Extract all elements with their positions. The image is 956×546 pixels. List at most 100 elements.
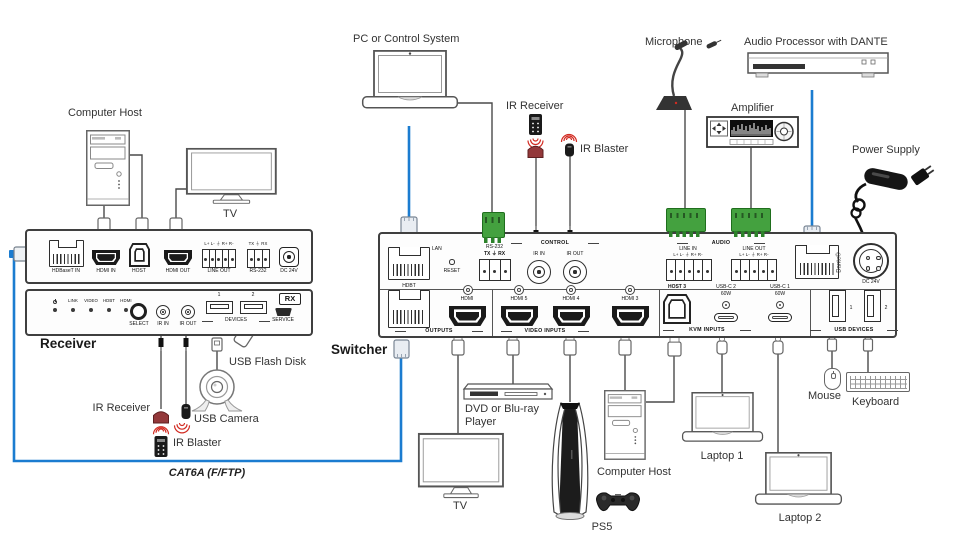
hdmi3-port [612,306,649,326]
laptop2-icon [754,451,843,505]
audio-processor-icon [747,52,889,78]
ir-out-jack [181,305,195,319]
ir-in-jack [156,305,170,319]
hdmi-led [124,308,128,312]
service-label: SERVICE [272,317,294,323]
select-knob [130,303,147,320]
dc24v-label: DC 24V [862,278,880,285]
rx-badge: RX [279,293,301,305]
dc-label: DC 24V [280,268,298,274]
line-in-label: LINE IN [679,246,697,252]
usbc2-port [714,313,738,322]
ir-in-label: IR IN [157,321,169,327]
device2-usb-port [240,301,267,314]
usbc2-w-label: 60W [720,290,732,297]
control-label: CONTROL [511,240,599,246]
host3-label: HOST 3 [667,284,687,290]
hdbt-label: HDBT [402,283,416,289]
usbc2-label: USB-C 2 [716,284,736,290]
ir-out-label: IR OUT [179,321,197,327]
amplifier-label: Amplifier [731,102,774,114]
host-label: HOST [132,268,146,274]
video-inputs-label: VIDEO INPUTS [501,328,589,334]
sw-ir-in-label: IR IN [533,251,545,257]
usb-device1-port [829,290,846,322]
hdmi-led-label: HDMI [120,298,132,303]
video-led [89,308,93,312]
usb2-label: 2 [884,305,888,311]
usb-camera-label: USB Camera [194,413,259,425]
host-port [129,243,150,267]
line-in-terminal [666,259,712,281]
computer-host-top-icon [86,130,130,206]
hdmi4-port [553,306,590,326]
hdbt-led [107,308,111,312]
line-in-green-plug [666,208,706,237]
usb-flash-disk-label: USB Flash Disk [229,356,307,368]
line-out-green-plug [731,208,771,237]
tv-top-label: TV [223,208,238,220]
devices-label: DEVICES [202,317,270,324]
link-led [71,308,75,312]
computer-host-top-label: Computer Host [68,107,142,119]
mouse-icon [824,368,841,390]
usb-devices-label: USB DEVICES [810,327,898,333]
usbc1-w-label: 60W [774,290,786,297]
screw-hdmi4 [566,285,576,295]
usbc1-port [768,313,792,322]
ir-blaster-top-label: IR Blaster [580,143,629,155]
microphone-icon [656,40,692,110]
video-led-label: VIDEO [84,298,98,303]
switcher-panel: LAN RESET RS-232 TX ⏚ RX CONTROL IR IN I… [378,232,898,338]
switcher-title: Switcher [331,342,388,357]
section-divider-3 [810,289,811,336]
hdmi-out2-label: HDMI [460,296,474,302]
hdbaset-in-label: HDBaseT IN [52,268,80,274]
microphone-label: Microphone [645,36,703,48]
signal-cables [103,102,869,452]
outputs-label: OUTPUTS [395,328,483,334]
screw-hdmi3 [625,285,635,295]
hdbt-port [388,290,430,328]
device1-label: 1 [217,292,221,298]
line-out-pins-label: L+ L- ⏚ R+ R- [204,241,234,246]
computer-host-bottom-icon [604,389,646,460]
hdmi-output-port [449,306,486,326]
reset-button [449,259,455,265]
hdmi-out-port [164,250,192,265]
audio-processor-label: Audio Processor with DANTE [744,36,888,48]
sw-rs232-label: RS-232 [486,244,503,250]
sw-line-out-label: LINE OUT [742,246,766,252]
screw-hdmi-out [463,285,473,295]
ir-receiver-bottom-icon [152,411,170,457]
host3-port [663,294,691,324]
rs232-pins-label: TX ⏚ RX [248,241,268,246]
dante-port [795,245,839,279]
section-divider-2 [659,289,660,336]
dvd-label-1: DVD or Blu-ray [465,403,539,415]
section-divider-1 [492,289,493,336]
power-cord [850,182,867,240]
ps5-icon [551,402,589,520]
computer-host-bottom-label: Computer Host [597,466,671,478]
receiver-rear-panel: HDBaseT IN HDMI IN HOST HDMI OUT L+ L- ⏚… [25,229,313,284]
link-led-label: LINK [68,298,78,303]
hdmi5-port [501,306,538,326]
power-supply-icon [864,165,935,190]
dvd-player-icon [462,383,554,400]
tv-bottom-icon [417,432,504,499]
hdmi-in-label: HDMI IN [96,268,116,274]
sw-rs232-terminal [479,259,511,281]
pc-control-label: PC or Control System [353,33,460,45]
cat6a-label: CAT6A (F/FTP) [168,467,246,479]
usbc1-label: USB-C 1 [770,284,790,290]
device2-label: 2 [251,292,255,298]
hdmi-out-label: HDMI OUT [165,268,191,274]
audio-label: AUDIO [677,240,765,246]
tv-top-icon [185,147,277,205]
sw-ir-in-jack [527,260,551,284]
screw-usbc1 [776,301,784,309]
ps5-label: PS5 [591,521,613,533]
rs232-label: RS-232 [249,268,267,274]
receiver-title: Receiver [40,336,97,351]
